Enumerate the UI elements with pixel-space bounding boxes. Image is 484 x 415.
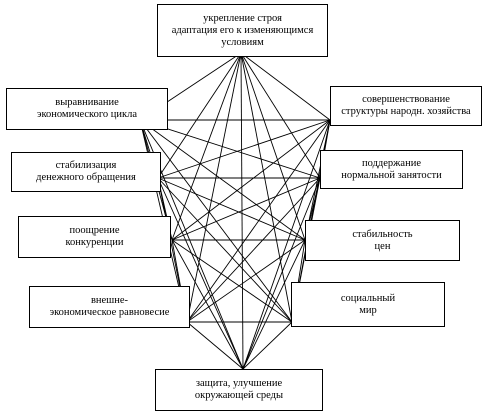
edge-l1-r3 bbox=[139, 119, 306, 241]
edge-top-r4 bbox=[240, 52, 293, 323]
goal-strengthen-system-line-1: укрепление строя bbox=[203, 12, 282, 24]
goal-social-peace-line-2: мир bbox=[359, 304, 377, 316]
goal-monetary-stabilization-line-2: денежного обращения bbox=[36, 172, 136, 183]
edge-l4-r1 bbox=[186, 119, 331, 323]
goal-competition-line-1: поощрение bbox=[69, 225, 120, 236]
goal-price-stability-line-1: стабильность bbox=[352, 228, 413, 240]
goal-strengthen-system-line-3: условиям bbox=[221, 36, 264, 48]
edge-l2-r4 bbox=[157, 177, 293, 323]
edge-l3-r2 bbox=[171, 177, 321, 241]
edge-top-l2 bbox=[157, 52, 242, 179]
goal-employment-line-1: поддержание bbox=[362, 157, 421, 169]
goal-social-peace: социальный мир bbox=[291, 282, 445, 327]
goal-employment: поддержание нормальной занятости bbox=[320, 150, 463, 189]
goal-price-stability-line-2: цен bbox=[374, 240, 391, 252]
edge-l2-bottom bbox=[157, 177, 244, 370]
goal-economy-structure-line-2: структуры народн. хозяйства bbox=[341, 106, 471, 117]
goal-strengthen-system-line-2: адаптация его к изменяющимся bbox=[171, 24, 314, 36]
edge-r1-bottom bbox=[242, 119, 331, 370]
edge-top-l3 bbox=[171, 52, 242, 241]
goal-social-peace-line-1: социальный bbox=[340, 292, 396, 304]
goal-external-balance: внешне- экономическое равновесие bbox=[29, 286, 190, 328]
goal-price-stability: стабильность цен bbox=[305, 220, 460, 261]
goal-monetary-stabilization: стабилизация денежного обращения bbox=[11, 152, 161, 192]
goal-competition-line-2: конкуренции bbox=[65, 237, 124, 248]
edge-l1-r4 bbox=[139, 119, 293, 323]
edge-l4-r2 bbox=[186, 177, 321, 323]
edge-top-l4 bbox=[186, 52, 242, 323]
edge-top-r1 bbox=[240, 52, 331, 121]
goal-monetary-stabilization-line-1: стабилизация bbox=[55, 160, 117, 171]
edge-r2-bottom bbox=[242, 177, 321, 370]
goal-economy-structure-line-1: совершенствование bbox=[362, 94, 450, 105]
goal-environment-line-2: окружающей среды bbox=[194, 390, 284, 401]
edge-r3-bottom bbox=[242, 239, 306, 370]
goal-external-balance-line-2: экономическое равновесие bbox=[49, 307, 170, 318]
edge-l4-bottom bbox=[186, 321, 244, 370]
goal-environment-line-1: защита, улучшение bbox=[195, 378, 283, 389]
goal-external-balance-line-1: внешне- bbox=[90, 295, 129, 306]
goal-competition: поощрение конкуренции bbox=[18, 216, 171, 258]
edge-l1-r2 bbox=[139, 119, 321, 179]
goal-strengthen-system: укрепление строя адаптация его к изменяю… bbox=[157, 4, 328, 57]
edge-l3-r1 bbox=[171, 119, 331, 241]
edge-top-r2 bbox=[240, 52, 321, 179]
goal-business-cycle-line-1: выравнивание bbox=[55, 97, 119, 108]
goal-employment-line-2: нормальной занятости bbox=[341, 169, 442, 181]
edge-l2-r3 bbox=[157, 177, 306, 241]
edge-l3-bottom bbox=[171, 239, 244, 370]
edge-l4-r3 bbox=[186, 239, 306, 323]
goal-business-cycle: выравнивание экономического цикла bbox=[6, 88, 168, 130]
goal-environment: защита, улучшение окружающей среды bbox=[155, 369, 323, 411]
edge-top-r3 bbox=[240, 52, 306, 241]
goal-business-cycle-line-2: экономического цикла bbox=[36, 109, 138, 120]
goal-economy-structure: совершенствование структуры народн. хозя… bbox=[330, 86, 482, 126]
edge-r4-bottom bbox=[242, 321, 293, 370]
edge-l2-r1 bbox=[157, 119, 331, 179]
